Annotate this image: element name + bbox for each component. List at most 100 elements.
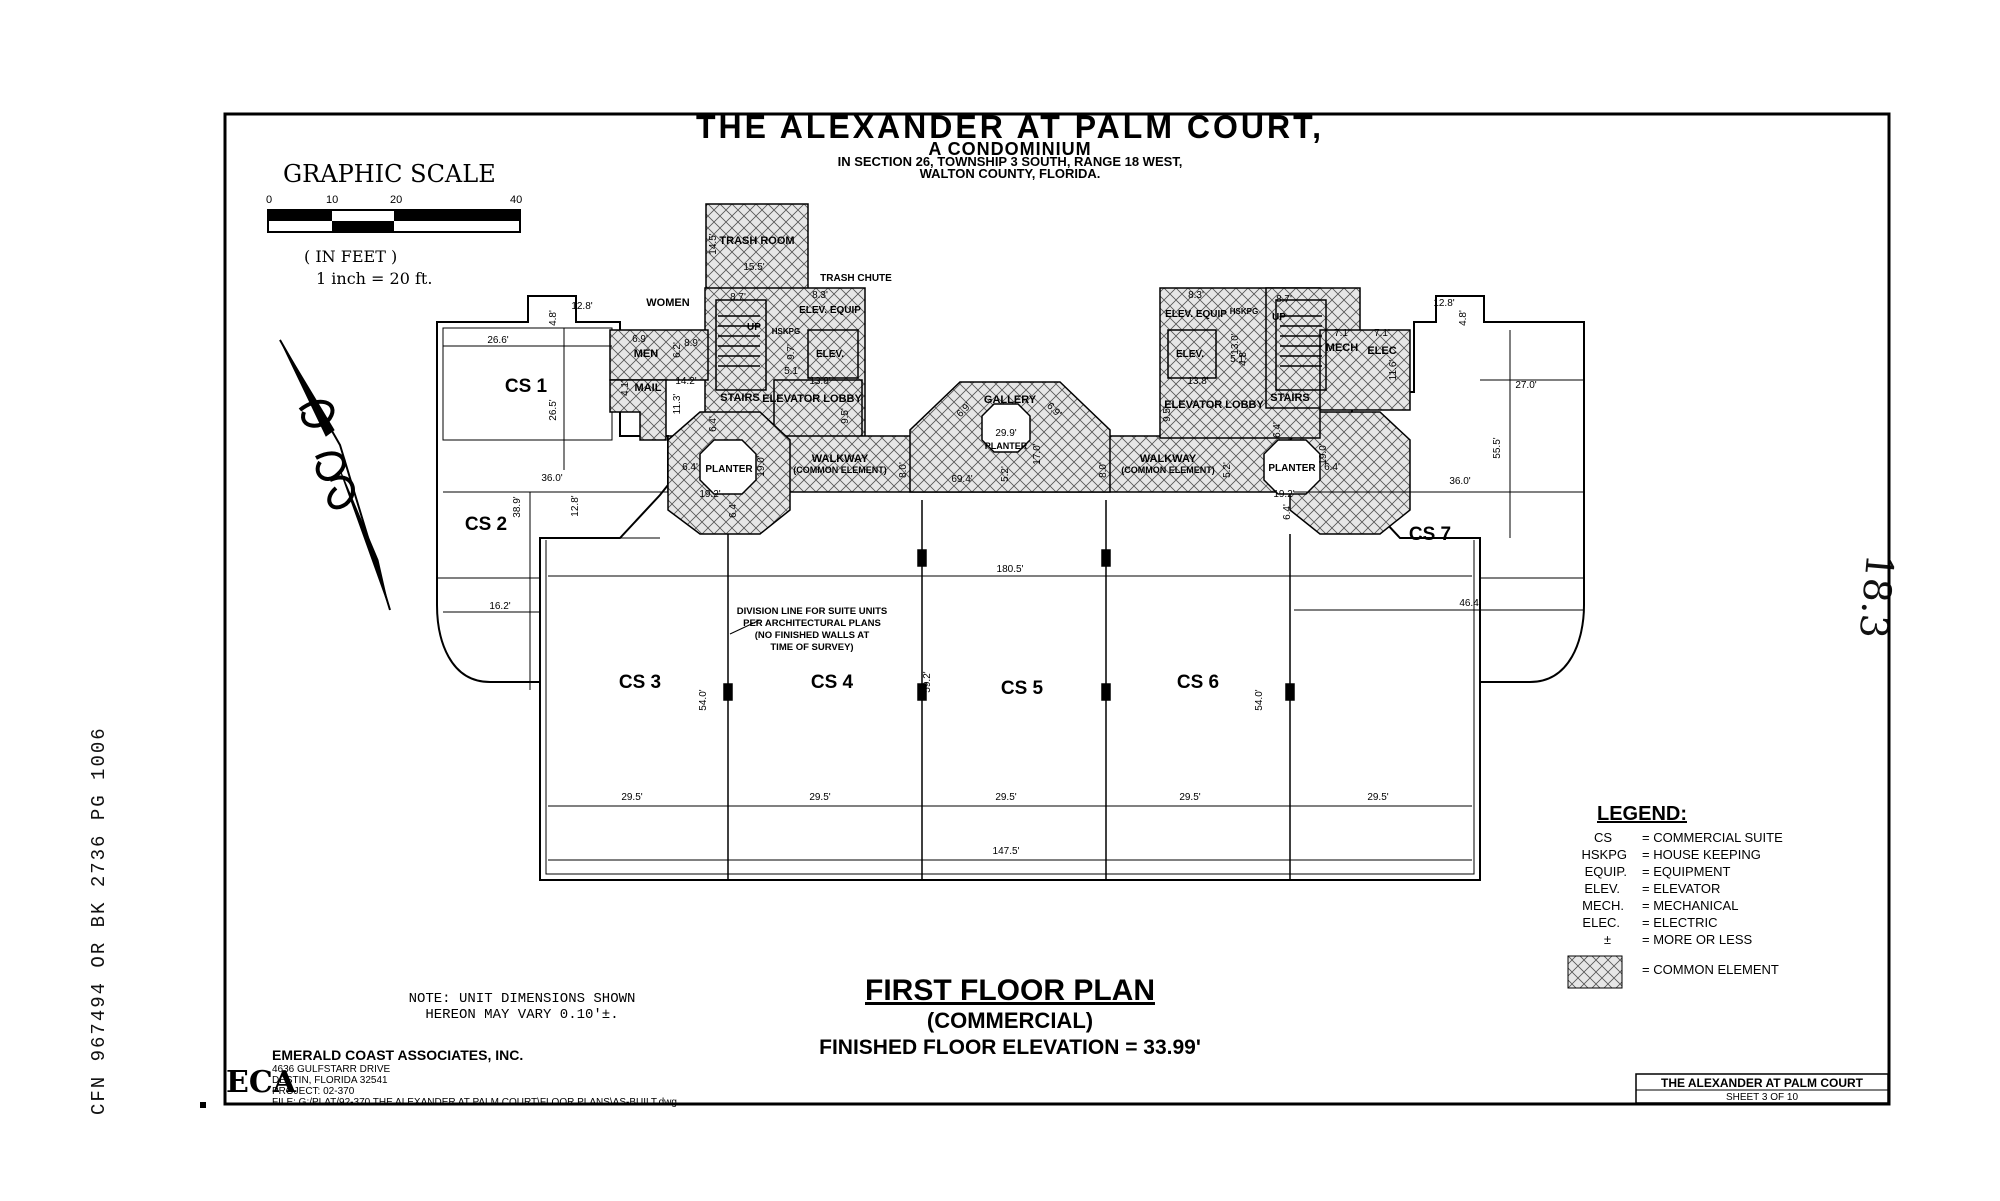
dim-4-8-right: 4.8' — [1238, 350, 1249, 366]
planter-center-label: PLANTER — [985, 441, 1028, 451]
elev-right-label: ELEV. — [1176, 349, 1204, 360]
legend-def-equip: = EQUIPMENT — [1642, 864, 1731, 879]
scale-heading: GRAPHIC SCALE — [283, 160, 496, 188]
legend-def-cs: = COMMERCIAL SUITE — [1642, 830, 1783, 845]
legend-def-elev: = ELEVATOR — [1642, 881, 1720, 896]
dim-9-5-left: 9.5' — [840, 408, 851, 424]
dim-6-4-e: 6.4' — [1282, 504, 1293, 520]
dim-8-0-a: 8.0' — [898, 462, 909, 478]
dim-55-5: 55.5' — [1492, 437, 1503, 458]
title-block-sheet: SHEET 3 OF 10 — [1726, 1092, 1799, 1103]
dim-5-2-b: 5.2' — [1222, 462, 1233, 478]
suite-division-lines — [723, 500, 1295, 880]
dim-29-5-1: 29.5' — [621, 792, 642, 803]
legend-common-swatch — [1567, 955, 1623, 989]
legend-abbr-mech: MECH. — [1582, 898, 1624, 913]
division-note-4: TIME OF SURVEY) — [770, 642, 853, 653]
legend-abbr-hskpg: HSKPG — [1581, 847, 1627, 862]
dim-11-3: 11.3' — [672, 394, 683, 415]
scale-tick-40: 40 — [510, 194, 522, 206]
dim-16-2: 16.2' — [489, 601, 510, 612]
company-address-2: DESTIN, FLORIDA 32541 — [272, 1075, 388, 1086]
dim-8-7-right: 8.7' — [1276, 294, 1292, 305]
legend-def-mech: = MECHANICAL — [1642, 898, 1738, 913]
scale-tick-10: 10 — [326, 194, 338, 206]
dim-17-0: 17.0' — [1032, 443, 1043, 464]
dim-6-4-f: 6.4' — [1272, 422, 1283, 438]
dim-9-7: 9.7' — [786, 344, 797, 360]
dim-29-9: 29.9' — [995, 428, 1016, 439]
sheet-border — [223, 112, 1891, 1106]
dim-19-0-right: 19.0' — [1318, 443, 1329, 464]
legend-def-hskpg: = HOUSE KEEPING — [1642, 847, 1761, 862]
dim-13-0: 13.0' — [1230, 333, 1241, 354]
legend-abbr-elec: ELEC. — [1582, 915, 1620, 930]
legend-abbr-cs: CS — [1594, 830, 1612, 845]
note-line-1: NOTE: UNIT DIMENSIONS SHOWN — [409, 991, 636, 1007]
suite-cs6: CS 6 — [1177, 672, 1219, 693]
dim-26-5: 26.5' — [548, 399, 559, 420]
men-label: MEN — [634, 348, 659, 360]
suite-cs4: CS 4 — [811, 672, 854, 693]
graphic-scale: GRAPHIC SCALE 0 10 20 40 ( IN FEET ) 1 i… — [266, 160, 522, 288]
dim-8-7-left: 8.7' — [730, 292, 746, 303]
dim-27-0: 27.0' — [1515, 380, 1536, 391]
plan-title: FIRST FLOOR PLAN — [865, 974, 1155, 1007]
elev-equip-right-label: ELEV. EQUIP — [1165, 309, 1227, 320]
walkway-right-label: WALKWAY — [1140, 453, 1197, 465]
dim-4-8-right-wing: 4.8' — [1458, 310, 1469, 326]
legend-heading: LEGEND: — [1597, 803, 1687, 825]
legend: LEGEND: CS HSKPG EQUIP. ELEV. MECH. ELEC… — [1567, 803, 1783, 989]
title-block: THE ALEXANDER AT PALM COURT SHEET 3 OF 1… — [1635, 1073, 1889, 1104]
company-file: FILE: G:/PLAT/92-370 THE ALEXANDER AT PA… — [272, 1097, 677, 1108]
dim-29-5-3: 29.5' — [995, 792, 1016, 803]
legend-def-plusminus: = MORE OR LESS — [1642, 932, 1752, 947]
dim-19-2-left: 19.2' — [699, 489, 720, 500]
dim-6-4-d: 6.4' — [1324, 462, 1340, 473]
trash-chute-label: TRASH CHUTE — [820, 273, 892, 284]
elec-label: ELEC — [1367, 345, 1396, 357]
dim-5-1-right: 5.1' — [1230, 354, 1246, 365]
women-label: WOMEN — [646, 297, 689, 309]
division-note-1: DIVISION LINE FOR SUITE UNITS — [737, 606, 887, 617]
legend-abbr-equip: EQUIP. — [1585, 864, 1627, 879]
north-arrow — [279, 339, 391, 611]
dim-4-8-left: 4.8' — [548, 310, 559, 326]
dim-6-2: 6.2' — [672, 342, 683, 358]
sheet-location-1: IN SECTION 26, TOWNSHIP 3 SOUTH, RANGE 1… — [838, 154, 1183, 169]
dim-6-9-a: 6.9' — [632, 334, 648, 345]
planter-right-label: PLANTER — [1268, 463, 1316, 474]
up-right-label: UP — [1272, 312, 1286, 323]
legend-def-elec: = ELECTRIC — [1642, 915, 1718, 930]
company-name: EMERALD COAST ASSOCIATES, INC. — [272, 1047, 523, 1063]
hskpg-right-label: HSKPG — [1230, 307, 1258, 316]
dim-12-8-vertical: 12.8' — [570, 495, 581, 516]
sheet-title: THE ALEXANDER AT PALM COURT, — [696, 109, 1324, 145]
dim-7-1-b: 7.1' — [1374, 328, 1390, 339]
dim-4-1: 4.1' — [620, 380, 631, 396]
dim-11-6: 11.6' — [1388, 360, 1399, 381]
division-note-3: (NO FINISHED WALLS AT — [755, 630, 870, 641]
dim-8-9: 8.9' — [684, 338, 700, 349]
division-note-2: PER ARCHITECTURAL PLANS — [743, 618, 881, 629]
plan-subtitle: (COMMERCIAL) — [927, 1008, 1093, 1033]
dim-147-5: 147.5' — [993, 846, 1020, 857]
dim-13-8-left: 13.8' — [809, 376, 830, 387]
dim-54-0-right: 54.0' — [1254, 689, 1265, 710]
walkway-right-sub: (COMMON ELEMENT) — [1121, 465, 1215, 475]
hskpg-left-label: HSKPG — [772, 327, 800, 336]
company-address-1: 4636 GULFSTARR DRIVE — [272, 1064, 391, 1075]
company-project: PROJECT: 02-370 — [272, 1086, 355, 1097]
legend-abbr-plusminus: ± — [1604, 932, 1611, 947]
dim-46-4: 46.4' — [1459, 598, 1480, 609]
dim-19-0-left: 19.0' — [756, 455, 767, 476]
dim-8-3-left: 8.3' — [812, 290, 828, 301]
stairs-left-label: STAIRS — [720, 392, 760, 404]
company-block: ECA EMERALD COAST ASSOCIATES, INC. 4636 … — [226, 1047, 677, 1108]
suite-cs5: CS 5 — [1001, 678, 1044, 699]
title-block-name: THE ALEXANDER AT PALM COURT — [1661, 1076, 1864, 1090]
dim-5-2: 5.2' — [1000, 466, 1011, 482]
dim-38-9: 38.9' — [512, 496, 523, 517]
elev-left-label: ELEV. — [816, 349, 844, 360]
